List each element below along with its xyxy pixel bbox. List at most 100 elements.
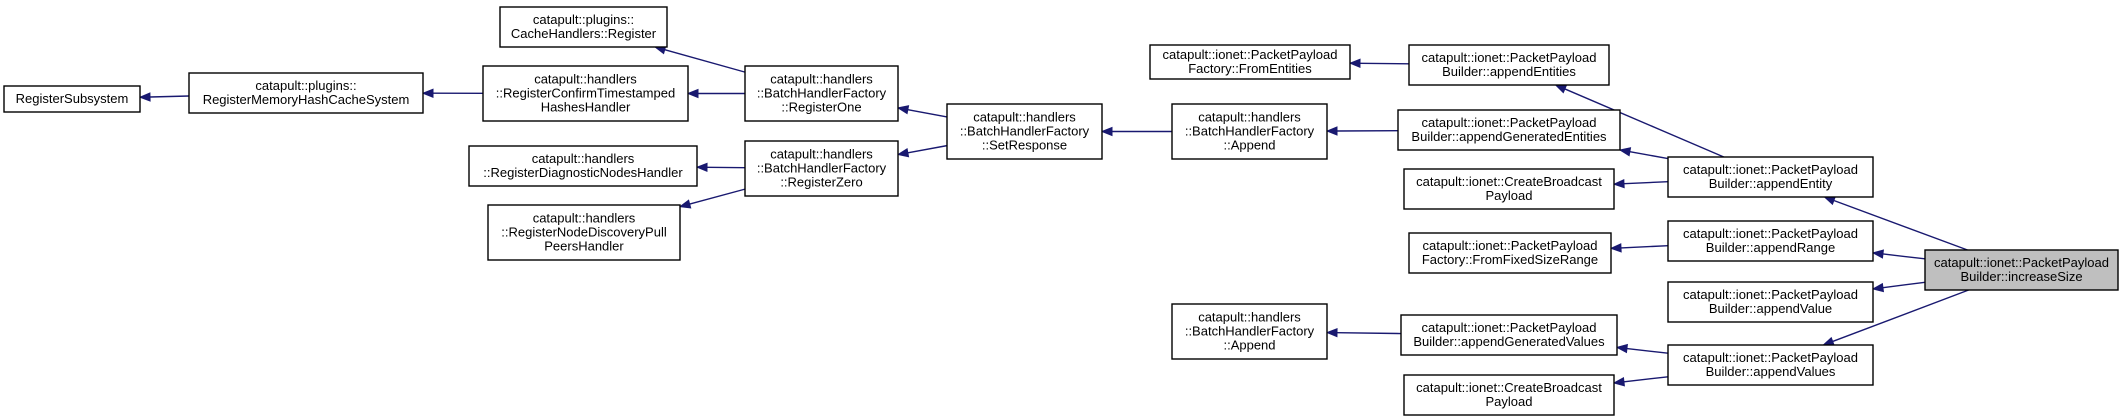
graph-node-register-node-discovery[interactable]: catapult::handlers::RegisterNodeDiscover… (487, 204, 681, 261)
graph-node-append-entity[interactable]: catapult::ionet::PacketPayloadBuilder::a… (1667, 156, 1874, 198)
node-label-line: ::BatchHandlerFactory (1185, 124, 1315, 139)
edge-append_entity-to-create_broadcast_1 (1612, 178, 1669, 189)
graph-node-append-2[interactable]: catapult::handlers::BatchHandlerFactory:… (1171, 303, 1328, 360)
node-box (1667, 156, 1874, 198)
node-label-line: catapult::ionet::CreateBroadcast (1416, 174, 1602, 189)
graph-node-set-response[interactable]: catapult::handlers::BatchHandlerFactory:… (946, 103, 1103, 160)
arrowhead (896, 148, 910, 158)
node-label-line: CacheHandlers::Register (511, 26, 657, 41)
node-label-line: catapult::ionet::PacketPayload (1683, 350, 1858, 365)
node-label-line: ::BatchHandlerFactory (757, 161, 887, 176)
edge-line (1623, 376, 1669, 383)
graph-node-cache-handlers-register[interactable]: catapult::plugins::CacheHandlers::Regist… (499, 6, 668, 48)
node-box (1403, 168, 1615, 210)
edge-append_generated_values-to-append_2 (1325, 327, 1402, 338)
node-label-line: catapult::plugins:: (533, 12, 634, 27)
node-box (482, 65, 689, 122)
node-label-line: catapult::ionet::PacketPayload (1934, 255, 2109, 270)
arrowhead (695, 162, 708, 173)
node-box (1171, 303, 1328, 360)
node-label-line: catapult::ionet::PacketPayload (1683, 287, 1858, 302)
edge-append_entity-to-append_entities (1554, 84, 1725, 158)
arrowhead (1325, 126, 1338, 136)
node-label-line: catapult::handlers (770, 147, 873, 162)
node-box (1171, 103, 1328, 160)
graph-node-register-one[interactable]: catapult::handlers::BatchHandlerFactory:… (744, 65, 899, 122)
edge-register_confirm_ts-to-register_memory_hash (421, 88, 484, 98)
edge-line (664, 49, 746, 73)
node-box (1408, 232, 1612, 274)
edge-append_values-to-create_broadcast_2 (1612, 376, 1669, 387)
node-box (1400, 314, 1618, 356)
graph-node-append-generated-entities[interactable]: catapult::ionet::PacketPayloadBuilder::a… (1397, 109, 1621, 151)
edge-append_entity-to-append_generated_entities (1618, 147, 1669, 160)
node-label-line: ::BatchHandlerFactory (757, 86, 887, 101)
arrowhead (1615, 343, 1628, 354)
graph-node-register-memory-hash[interactable]: catapult::plugins::RegisterMemoryHashCac… (188, 72, 424, 114)
node-box (487, 204, 681, 261)
graph-node-register-subsystem[interactable]: RegisterSubsystem (3, 85, 141, 113)
node-label-line: Builder::appendRange (1706, 240, 1835, 255)
edge-increase_size-to-append_entity (1823, 196, 1968, 251)
edge-line (1882, 281, 1926, 289)
graph-node-factory-from-entities[interactable]: catapult::ionet::PacketPayloadFactory::F… (1149, 44, 1351, 80)
node-label-line: catapult::ionet::CreateBroadcast (1416, 380, 1602, 395)
graph-node-register-diagnostic[interactable]: catapult::handlers::RegisterDiagnosticNo… (468, 145, 698, 187)
node-label-line: Builder::increaseSize (1960, 269, 2082, 284)
arrowhead (686, 88, 699, 99)
edge-increase_size-to-append_value (1871, 281, 1926, 293)
node-label-line: catapult::ionet::PacketPayload (1423, 238, 1598, 253)
graph-node-append-value[interactable]: catapult::ionet::PacketPayloadBuilder::a… (1667, 281, 1874, 323)
graph-node-append-generated-values[interactable]: catapult::ionet::PacketPayloadBuilder::a… (1400, 314, 1618, 356)
edge-register_zero-to-register_node_discovery (678, 188, 746, 209)
node-box (1397, 109, 1621, 151)
node-box (744, 65, 899, 122)
node-label-line: ::BatchHandlerFactory (1185, 324, 1315, 339)
graph-node-increase-size[interactable]: catapult::ionet::PacketPayloadBuilder::i… (1924, 249, 2119, 291)
edge-line (1832, 289, 1969, 343)
node-label-line: catapult::handlers (973, 110, 1076, 125)
node-label-line: Payload (1486, 394, 1533, 409)
edge-append_generated_entities-to-append_1 (1325, 126, 1399, 136)
edge-line (149, 95, 190, 98)
node-label-line: Builder::appendGeneratedEntities (1411, 129, 1607, 144)
node-box (1667, 220, 1874, 262)
edge-append_range-to-factory_from_fixed (1609, 243, 1669, 253)
arrowhead (1348, 58, 1361, 69)
node-label-line: ::BatchHandlerFactory (960, 124, 1090, 139)
node-box (1408, 44, 1610, 86)
graph-node-append-1[interactable]: catapult::handlers::BatchHandlerFactory:… (1171, 103, 1328, 160)
arrowhead (1871, 249, 1884, 259)
graph-node-append-range[interactable]: catapult::ionet::PacketPayloadBuilder::a… (1667, 220, 1874, 262)
graph-node-append-entities[interactable]: catapult::ionet::PacketPayloadBuilder::a… (1408, 44, 1610, 86)
node-label-line: catapult::handlers (1198, 110, 1301, 125)
node-label-line: Builder::appendValue (1709, 301, 1832, 316)
edge-line (1359, 62, 1410, 65)
node-label-line: Builder::appendGeneratedValues (1413, 334, 1605, 349)
edge-line (1620, 245, 1669, 249)
edge-line (1882, 253, 1926, 260)
arrowhead (896, 105, 910, 115)
arrowhead (1612, 178, 1625, 189)
node-label-line: ::RegisterConfirmTimestamped (496, 86, 675, 101)
node-label-line: catapult::ionet::PacketPayload (1163, 47, 1338, 62)
node-label-line: catapult::handlers (534, 72, 637, 87)
node-label-line: catapult::ionet::PacketPayload (1422, 50, 1597, 65)
arrowhead (421, 88, 434, 98)
arrowhead (678, 199, 692, 209)
node-box (946, 103, 1103, 160)
graph-node-factory-from-fixed[interactable]: catapult::ionet::PacketPayloadFactory::F… (1408, 232, 1612, 274)
graph-node-append-values[interactable]: catapult::ionet::PacketPayloadBuilder::a… (1667, 344, 1874, 386)
node-label-line: Factory::FromEntities (1188, 61, 1312, 76)
arrowhead (1823, 196, 1836, 206)
node-label-line: ::RegisterZero (780, 175, 862, 190)
arrowhead (138, 92, 151, 102)
node-label-line: Payload (1486, 188, 1533, 203)
graph-node-register-zero[interactable]: catapult::handlers::BatchHandlerFactory:… (744, 140, 899, 197)
graph-node-register-confirm-ts[interactable]: catapult::handlers::RegisterConfirmTimes… (482, 65, 689, 122)
node-label-line: catapult::handlers (770, 72, 873, 87)
edges-layer (138, 45, 1969, 387)
node-label-line: Builder::appendValues (1706, 364, 1836, 379)
